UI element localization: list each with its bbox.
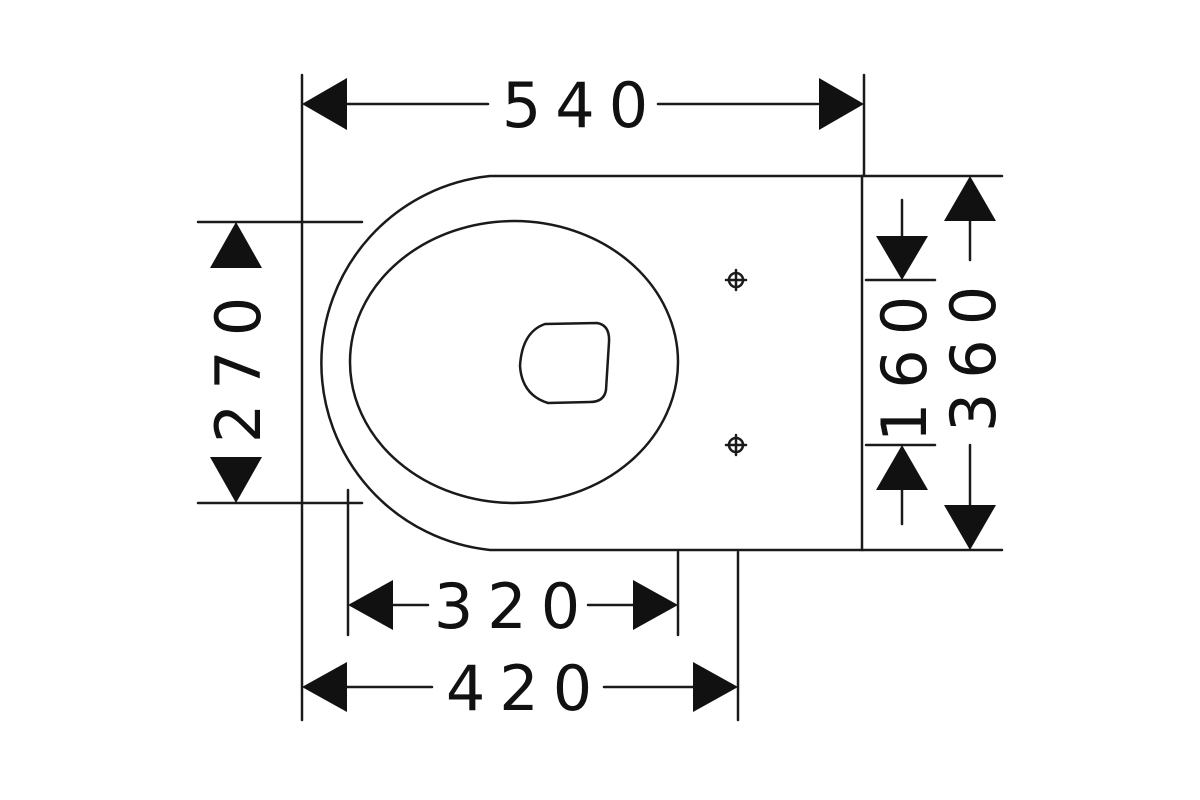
dimension-label-fixing-hole-spacing: 160 — [868, 282, 941, 442]
dimension-label-overall-length: 540 — [502, 69, 662, 142]
bowl-opening — [348, 219, 680, 505]
arrowhead-270-bottom — [210, 457, 262, 503]
dimension-label-overall-width: 360 — [937, 272, 1010, 432]
dimension-label-inner-length: 320 — [434, 570, 594, 643]
arrowhead-360-top — [944, 176, 996, 221]
arrowhead-360-bottom — [944, 505, 996, 550]
fixing-hole-bottom — [724, 433, 748, 457]
arrowhead-320-right — [633, 580, 678, 630]
arrowhead-320-left — [348, 580, 393, 630]
arrowhead-160-bottom — [876, 445, 928, 490]
arrowhead-270-top — [210, 222, 262, 268]
toilet-outline — [320, 174, 864, 552]
arrowhead-540-right — [819, 78, 864, 130]
dimension-lines — [343, 102, 972, 689]
drain-outlet — [518, 321, 611, 405]
arrowhead-540-left — [302, 78, 347, 130]
arrowhead-420-left — [302, 662, 347, 712]
fixing-hole-top — [724, 268, 748, 292]
extension-lines — [196, 73, 1004, 722]
dimension-label-bowl-width: 270 — [202, 283, 275, 443]
arrowhead-420-right — [693, 662, 738, 712]
arrowhead-160-top — [876, 236, 928, 280]
dimension-label-front-to-holes: 420 — [446, 652, 606, 725]
